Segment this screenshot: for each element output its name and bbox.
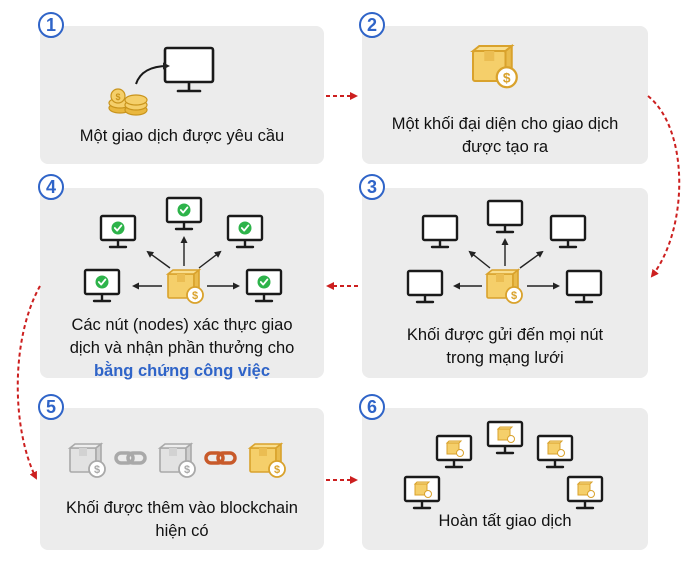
checkmark-icon [94,274,110,290]
monitor-icon [421,214,459,249]
box-dollar-icon [249,443,286,478]
checkmark-icon [256,274,272,290]
step-3-number: 3 [359,174,385,200]
step-3-caption-line-2: trong mạng lưới [446,349,564,367]
checkmark-icon [237,220,253,236]
box-dollar-icon [167,269,204,304]
box-dollar-icon [159,443,196,478]
step-1-caption: Một giao dịch được yêu cầu [40,125,324,148]
step-5-number: 5 [38,394,64,420]
step-3-caption: Khối được gửi đến mọi nút trong mạng lướ… [362,324,648,370]
box-dollar-icon [69,443,106,478]
monitor-icon [565,269,603,304]
box-dollar-icon [486,269,523,304]
step-5-chain [69,443,286,478]
step-4-caption-line-1: Các nút (nodes) xác thực giao [71,316,293,334]
step-3-network [406,199,603,304]
monitor-icon [406,269,444,304]
step-1-number: 1 [38,12,64,38]
step-6-caption: Hoàn tất giao dịch [362,510,648,533]
step-4-caption-line-2: dịch và nhận phần thưởng cho [69,339,295,357]
coins-icon: $ [108,88,148,116]
step-2-number: 2 [359,12,385,38]
monitor-icon [549,214,587,249]
checkmark-icon [110,220,126,236]
chain-link-icon [204,451,237,465]
checkmark-icon [176,202,192,218]
step-5-card [40,408,324,550]
step-6-number: 6 [359,394,385,420]
chain-link-icon [114,451,147,465]
step-4-caption: Các nút (nodes) xác thực giao dịch và nh… [40,314,324,383]
step-4-network [83,196,283,304]
box-dollar-icon [471,44,518,89]
step-5-caption: Khối được thêm vào blockchain hiện có [40,497,324,543]
monitor-icon [486,199,524,234]
arrow-2-to-3 [647,95,681,278]
step-5-caption-line-1: Khối được thêm vào blockchain [66,499,298,517]
step-4-number: 4 [38,174,64,200]
step-4-highlight: bằng chứng công việc [93,362,271,380]
transfer-arrow [135,62,170,85]
svg-text:$: $ [115,92,120,102]
monitor-icon [163,46,215,93]
step-1-caption-line-1: Một giao dịch được yêu cầu [79,127,285,145]
step-2-caption: Một khối đại diện cho giao dịch được tạo… [362,113,648,159]
step-3-caption-line-1: Khối được gửi đến mọi nút [406,326,604,344]
step-2-caption-line-2: được tạo ra [461,138,549,156]
step-5-caption-line-2: hiện có [155,522,209,540]
step-6-caption-line-1: Hoàn tất giao dịch [438,512,572,530]
step-6-network [403,420,604,510]
step-2-caption-line-1: Một khối đại diện cho giao dịch [391,115,619,133]
flow-arrows [16,92,681,484]
arrow-4-to-5 [16,285,41,480]
